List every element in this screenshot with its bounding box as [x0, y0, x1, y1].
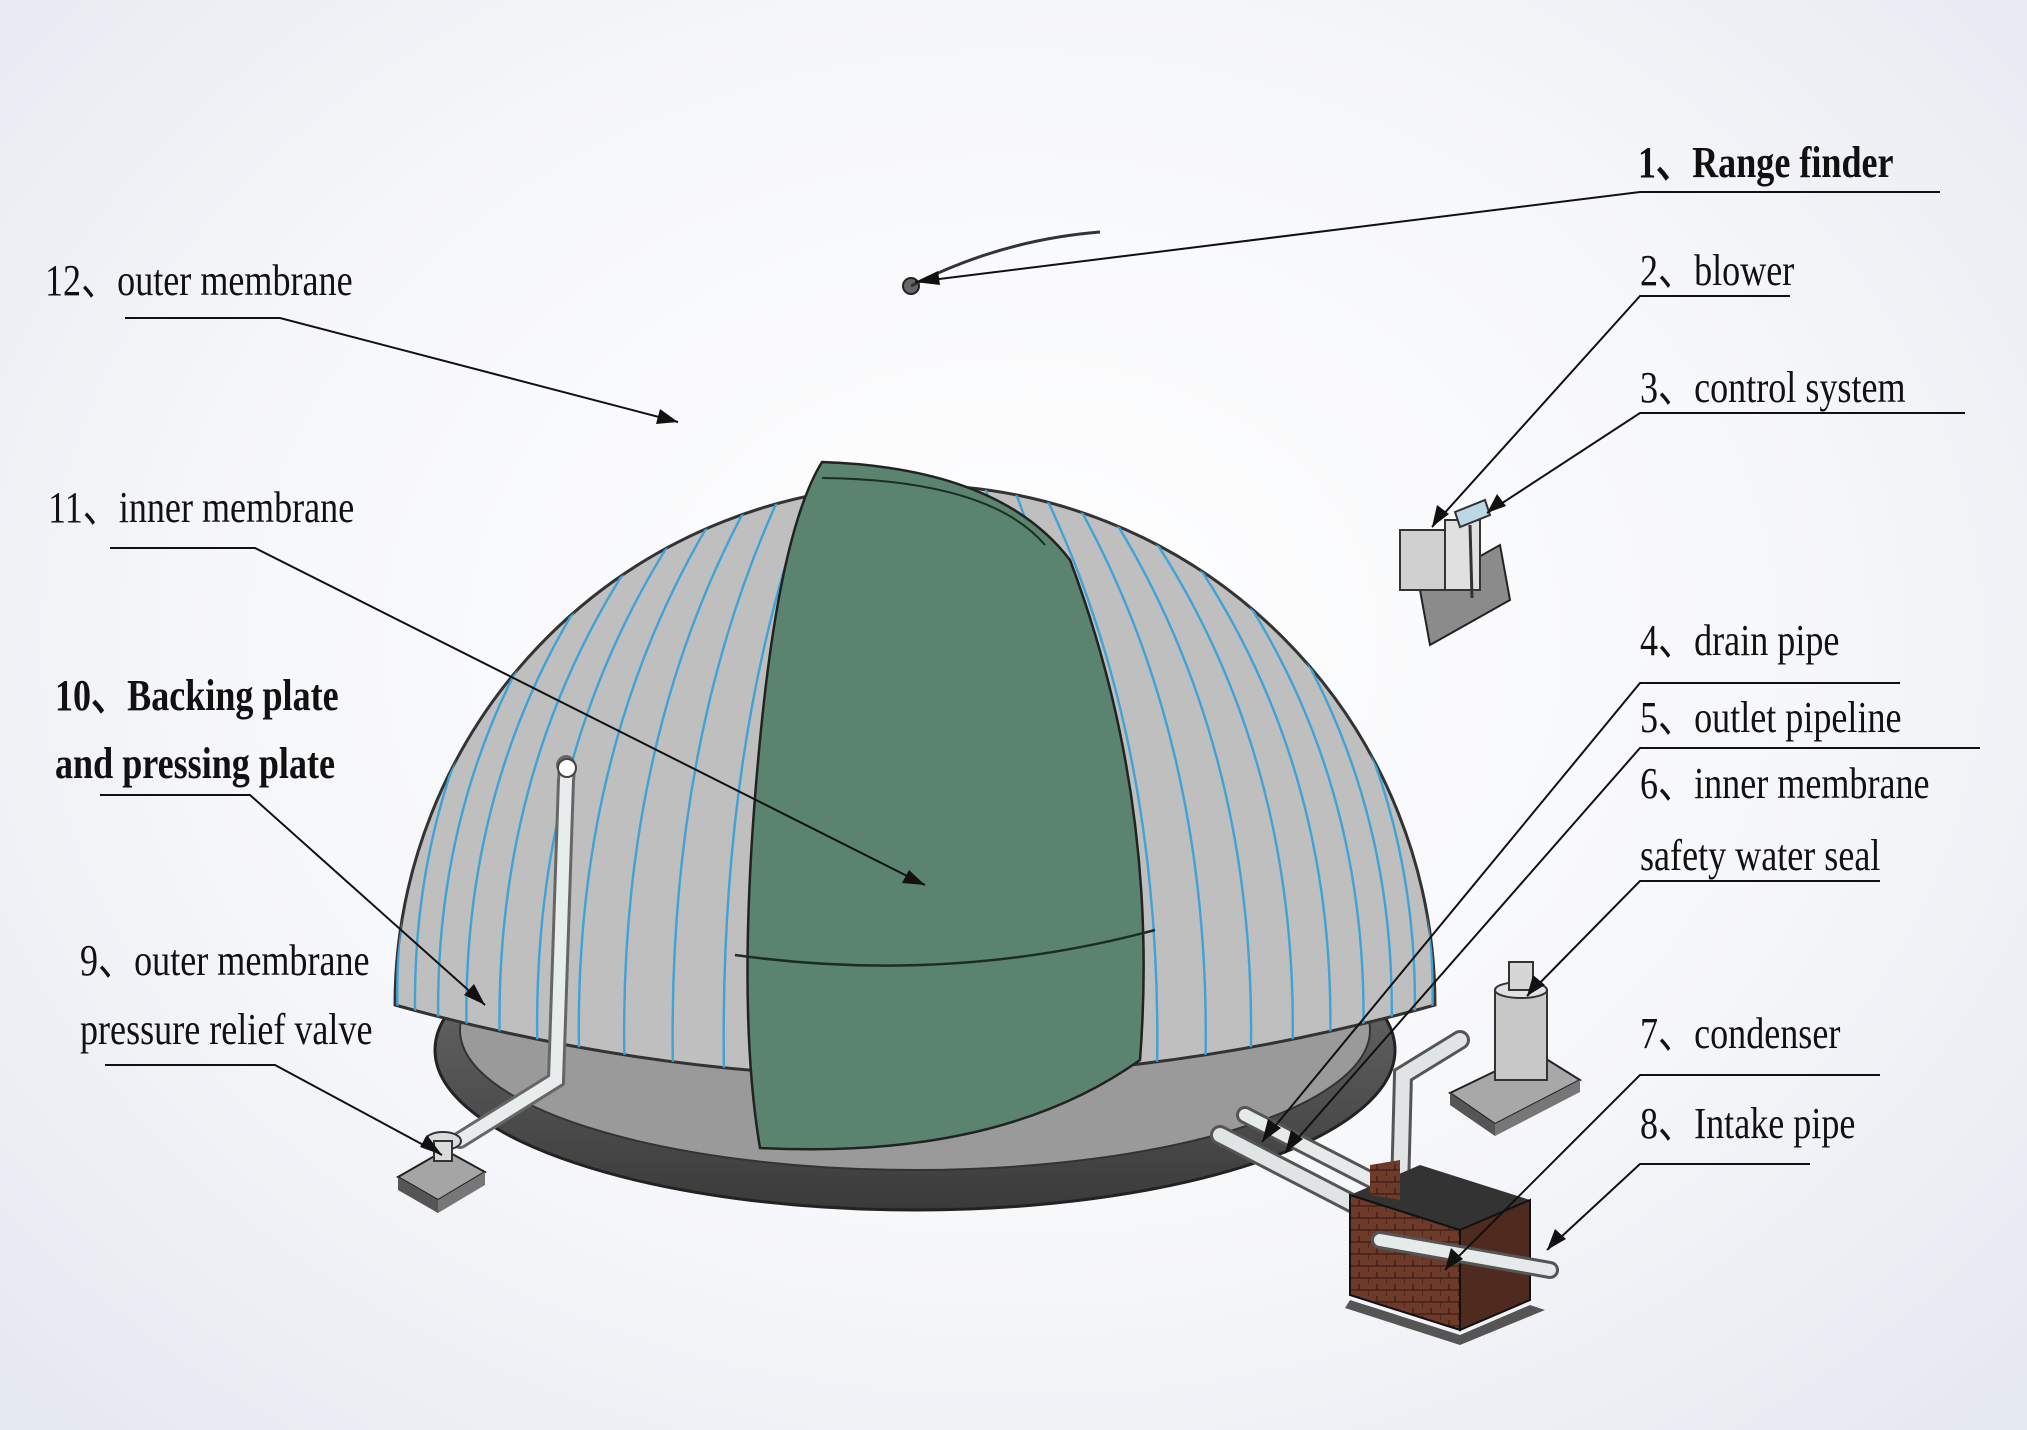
seam-line [671, 485, 911, 1078]
label-intake-pipe: 8、Intake pipe [1640, 1099, 1856, 1148]
label-backing-plate-1: 10、Backing plate [55, 671, 339, 720]
label-inner-membrane-water-seal-2: safety water seal [1640, 831, 1881, 880]
label-range-finder: 1、Range finder [1638, 138, 1894, 187]
label-pressure-relief-valve-2: pressure relief valve [80, 1005, 373, 1054]
seam-line [465, 485, 911, 1078]
label-inner-membrane: 11、inner membrane [48, 483, 355, 532]
pressure-relief-valve [395, 755, 577, 1213]
seam-line [577, 485, 911, 1078]
seam-line [909, 485, 1159, 1078]
seam-line [909, 485, 1332, 1078]
seam-line [909, 485, 1207, 1078]
label-drain-pipe: 4、drain pipe [1640, 616, 1840, 665]
safety-water-seal [1448, 961, 1583, 1136]
label-backing-plate-2: and pressing plate [55, 739, 336, 788]
seam-line [622, 485, 911, 1078]
label-inner-membrane-water-seal-1: 6、inner membrane [1640, 759, 1930, 808]
seam-line [722, 485, 912, 1078]
label-blower: 2、blower [1640, 246, 1795, 295]
label-control-system: 3、control system [1640, 363, 1906, 412]
condenser-pit [1345, 1160, 1559, 1345]
leader-lines [100, 191, 1980, 1271]
seam-line [909, 485, 1294, 1078]
seam-line [498, 485, 911, 1078]
blower-and-control-system [1399, 498, 1512, 647]
leader-arrowheads [420, 271, 1566, 1270]
label-outer-membrane: 12、outer membrane [45, 256, 353, 305]
label-outlet-pipeline: 5、outlet pipeline [1640, 693, 1902, 742]
seam-line [909, 485, 1365, 1078]
label-pressure-relief-valve-1: 9、outer membrane [80, 936, 370, 985]
inner-membrane [734, 460, 1156, 1151]
seam-line [909, 485, 1253, 1078]
label-condenser: 7、condenser [1640, 1009, 1841, 1058]
seam-line [535, 485, 911, 1078]
